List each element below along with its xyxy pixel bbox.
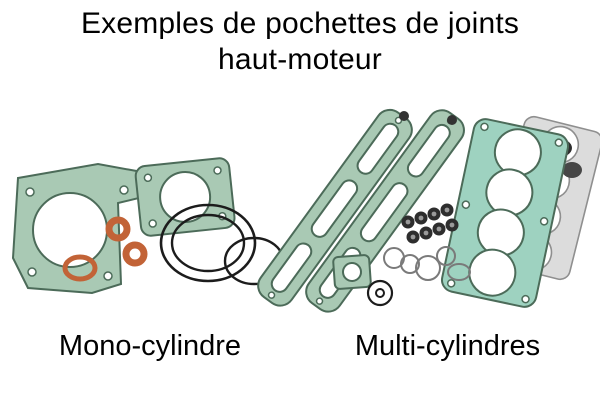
bolt-hole — [213, 166, 222, 175]
orange-oring-2 — [122, 241, 148, 267]
title-line-2: haut-moteur — [218, 43, 382, 76]
bore-hole — [468, 248, 517, 297]
bolt-hole — [554, 138, 564, 147]
metal-oring — [447, 263, 471, 281]
bolt-hole — [446, 279, 456, 288]
grommet — [432, 222, 446, 236]
small-gasket-hole — [342, 262, 362, 282]
bolt-hole — [143, 173, 153, 183]
gasket-window — [270, 242, 313, 293]
grommet — [440, 203, 454, 217]
caption-multi-cylindres: Multi-cylindres — [354, 330, 541, 362]
bolt-hole — [103, 271, 113, 281]
black-seal-ring-inner — [375, 288, 385, 298]
black-ring-outer — [159, 203, 257, 283]
head-gasket-bore-hole — [159, 170, 212, 223]
black-seal-ring-outer — [366, 279, 394, 307]
small-square-gasket — [332, 254, 372, 290]
caption-mono-cylindre: Mono-cylindre — [58, 330, 242, 362]
mono-head-gasket — [134, 157, 236, 237]
gasket-end-clip — [399, 111, 409, 121]
bolt-hole — [521, 294, 530, 304]
multi-head-gasket — [440, 118, 570, 308]
mono-cylinder-gasket-set — [11, 157, 285, 295]
grommet — [445, 218, 459, 232]
metal-oring — [436, 246, 456, 266]
gasket-window — [359, 182, 409, 243]
metal-oring — [415, 255, 441, 281]
gasket-window — [310, 179, 359, 238]
gasket-window — [356, 122, 400, 175]
bolt-hole — [480, 122, 489, 132]
bolt-hole — [267, 291, 276, 299]
title-line-1: Exemples de pochettes de joints — [80, 7, 520, 40]
grommet — [401, 215, 415, 229]
bolt-hole — [315, 297, 324, 305]
bolt-hole — [27, 267, 37, 277]
bolt-hole — [539, 217, 549, 226]
multi-cover-gasket-1 — [257, 108, 413, 307]
bolt-hole — [119, 185, 129, 195]
black-ring-inner — [170, 213, 246, 273]
dark-rubber-part-2 — [562, 162, 582, 178]
orange-oring-3 — [62, 254, 98, 282]
grommet — [419, 226, 433, 240]
grommet — [427, 207, 441, 221]
cylinder-bore-hole — [32, 192, 108, 268]
grommet — [406, 230, 420, 244]
page-title: Exemples de pochettes de joints haut-mot… — [0, 6, 600, 78]
gasket-end-clip — [447, 115, 457, 125]
valve-seal-grommets — [401, 203, 459, 244]
gasket-window — [406, 123, 451, 178]
orange-oring-1 — [105, 216, 131, 242]
mono-base-gasket — [11, 162, 144, 295]
metal-oring — [400, 254, 420, 274]
bolt-hole — [25, 187, 35, 197]
multi-cylinder-gasket-set — [257, 108, 600, 313]
bolt-hole — [461, 200, 471, 209]
grommet — [414, 211, 428, 225]
bolt-hole — [148, 219, 157, 228]
